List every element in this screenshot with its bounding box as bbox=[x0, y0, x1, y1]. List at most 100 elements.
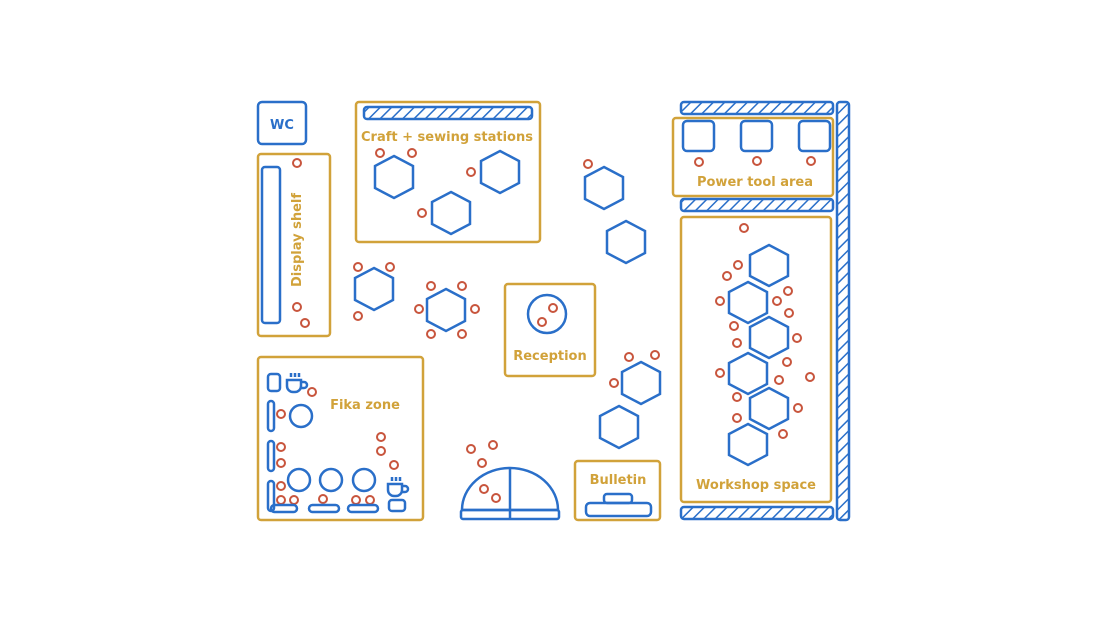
workshop-bottom-counter bbox=[679, 505, 835, 521]
seat bbox=[805, 372, 815, 382]
hexagon-table bbox=[430, 190, 472, 236]
seat bbox=[650, 350, 660, 360]
semicircle-stage bbox=[459, 440, 561, 521]
bulletin-zone: Bulletin bbox=[573, 459, 662, 522]
fika-zone-border bbox=[256, 355, 425, 522]
seat bbox=[694, 157, 704, 167]
power-tool-label: Power tool area bbox=[697, 175, 813, 190]
fika-label: Fika zone bbox=[330, 398, 400, 413]
seat bbox=[289, 495, 299, 505]
seat bbox=[609, 378, 619, 388]
seat bbox=[376, 446, 386, 456]
display-shelf-zone: Display shelf bbox=[256, 152, 332, 338]
wc-room: WC bbox=[256, 100, 308, 146]
reception-zone-border bbox=[503, 282, 597, 378]
seat bbox=[417, 208, 427, 218]
fika-zone: Fika zone bbox=[256, 355, 425, 522]
display-shelf bbox=[260, 165, 282, 325]
seat bbox=[732, 413, 742, 423]
stage-base bbox=[459, 508, 561, 521]
tool-station bbox=[739, 119, 774, 153]
hexagon-table bbox=[727, 422, 769, 467]
hexagon-table bbox=[479, 149, 521, 195]
workshop-zone: Workshop space bbox=[679, 215, 835, 521]
power-tool-wall-counter bbox=[679, 100, 835, 116]
hexagon-table bbox=[373, 154, 415, 200]
seat bbox=[793, 403, 803, 413]
wall-bench bbox=[266, 399, 276, 433]
power-tool-zone: Power tool area bbox=[671, 100, 835, 213]
seat bbox=[426, 329, 436, 339]
seat bbox=[292, 158, 302, 168]
seat bbox=[733, 260, 743, 270]
hexagon-table bbox=[748, 315, 790, 360]
seat bbox=[389, 460, 399, 470]
seat bbox=[583, 159, 593, 169]
craft-wall-counter bbox=[362, 105, 534, 121]
seat bbox=[385, 262, 395, 272]
seat bbox=[426, 281, 436, 291]
hexagon-table bbox=[425, 287, 467, 333]
bulletin-zone-border bbox=[573, 459, 662, 522]
seat bbox=[353, 262, 363, 272]
wc-label: WC bbox=[270, 118, 294, 133]
workshop-label: Workshop space bbox=[696, 478, 816, 493]
seat bbox=[376, 432, 386, 442]
open-floor-tables bbox=[353, 159, 662, 450]
bench bbox=[269, 503, 299, 514]
coffee-cup-icon bbox=[386, 477, 410, 498]
bench bbox=[346, 503, 380, 514]
reception-zone: Reception bbox=[503, 282, 597, 378]
seat bbox=[783, 286, 793, 296]
seat bbox=[722, 271, 732, 281]
seat bbox=[715, 368, 725, 378]
seat bbox=[715, 296, 725, 306]
seat bbox=[488, 440, 498, 450]
seat bbox=[806, 156, 816, 166]
round-table bbox=[318, 467, 344, 493]
seat bbox=[407, 148, 417, 158]
seat bbox=[300, 318, 310, 328]
reception-desk bbox=[526, 293, 568, 335]
power-tool-lower-counter bbox=[679, 197, 835, 213]
seat bbox=[792, 333, 802, 343]
round-table bbox=[288, 403, 314, 429]
craft-zone-border bbox=[354, 100, 542, 244]
hexagon-table bbox=[620, 360, 662, 406]
seat bbox=[477, 458, 487, 468]
round-table bbox=[351, 467, 377, 493]
bulletin-board-top bbox=[602, 492, 634, 505]
seat bbox=[318, 494, 328, 504]
display-shelf-label: Display shelf bbox=[290, 193, 305, 287]
seat bbox=[729, 321, 739, 331]
seat bbox=[276, 442, 286, 452]
right-wall-counter bbox=[835, 100, 851, 522]
seat bbox=[732, 338, 742, 348]
seat bbox=[624, 352, 634, 362]
seat bbox=[276, 495, 286, 505]
seat bbox=[292, 302, 302, 312]
power-tool-zone-border bbox=[671, 116, 835, 198]
round-table bbox=[286, 467, 312, 493]
wc-box bbox=[256, 100, 308, 146]
seat bbox=[732, 392, 742, 402]
fridge bbox=[266, 372, 282, 393]
seat bbox=[307, 387, 317, 397]
hexagon-table bbox=[605, 219, 647, 265]
seat bbox=[457, 329, 467, 339]
hexagon-table bbox=[583, 165, 625, 211]
hexagon-table bbox=[598, 404, 640, 450]
seat bbox=[375, 148, 385, 158]
seat bbox=[772, 296, 782, 306]
seat bbox=[784, 308, 794, 318]
coffee-cup-icon bbox=[285, 373, 309, 394]
bulletin-label: Bulletin bbox=[590, 473, 647, 488]
seat bbox=[548, 303, 558, 313]
display-shelf-zone-border bbox=[256, 152, 332, 338]
seat bbox=[276, 458, 286, 468]
hexagon-table bbox=[748, 243, 790, 288]
seat bbox=[739, 223, 749, 233]
seat bbox=[276, 481, 286, 491]
seat bbox=[414, 304, 424, 314]
